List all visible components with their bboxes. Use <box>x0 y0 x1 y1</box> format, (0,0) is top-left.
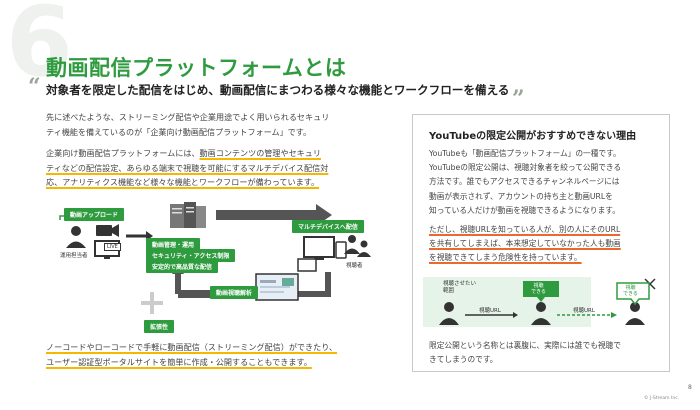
analytics-pill: 動画視聴解析 <box>210 286 259 299</box>
card-p2-line-3: を視聴できてしまう危険性を持っています。 <box>429 253 582 263</box>
slide-number: 6 <box>6 0 73 98</box>
camera-icon <box>96 224 119 237</box>
quote-close-mark: ” <box>512 86 525 112</box>
card-title: YouTubeの限定公開がおすすめできない理由 <box>429 131 637 142</box>
intro-line-1: 先に述べたような、ストリーミング配信や企業用途でよく用いられるセキュリ <box>46 112 330 122</box>
page-title: 動画配信プラットフォームとは <box>46 56 347 80</box>
live-badge: LIVE <box>104 243 121 251</box>
can-view-bubble-1: 視聴 できる <box>531 283 546 295</box>
copyright-text: © J-Stream Inc. <box>644 396 680 401</box>
card-p3-line-1: 限定公開という名称とは裏腹に、実際には誰でも視聴で <box>429 341 621 350</box>
intro-line-2: ティ機能を備えているのが「企業向け動画配信プラットフォーム」です。 <box>46 126 312 137</box>
url-label-1: 視聴URL <box>479 308 501 314</box>
can-view-bubble-2: 視聴 できる <box>623 285 638 297</box>
features-line-3: 応、アナリティクス機能など様々な機能とワークフローが備わっています。 <box>46 177 320 187</box>
quote-open-mark: “ <box>28 74 41 100</box>
nocode-line-1: ノーコードやローコードで手軽に動画配信（ストリーミング配信）ができたり、 <box>46 342 338 352</box>
server-icon <box>170 202 206 228</box>
can-view-2-line-1: 視聴 <box>625 285 636 291</box>
devices-icon <box>297 236 347 272</box>
can-view-2-line-2: できる <box>623 291 638 297</box>
card-paragraph-2: ただし、視聴URLを知っている人が、別の人にそのURL を共有してしまえば、本来… <box>429 223 621 266</box>
upload-pill: 動画アップロード <box>64 208 125 221</box>
card-p1-line-1: YouTubeも「動画配信プラットフォーム」の一種です。 <box>429 149 621 158</box>
features-line-1b: 動画コンテンツの管理やセキュリ <box>199 148 321 158</box>
can-view-1-line-2: できる <box>531 289 546 295</box>
analytics-screen-icon <box>255 273 299 301</box>
nocode-line-2: ユーザー認証型ポータルサイトを簡単に作成・公開することもできます。 <box>46 356 312 367</box>
viewer-label: 視聴者 <box>346 263 363 269</box>
card-p1-line-5: 知っている人だけが動画を視聴できるようになります。 <box>429 205 620 215</box>
card-p1-line-3: 方法です。誰でもアクセスできるチャンネルページには <box>429 177 620 187</box>
target-range-line-1: 視聴させたい <box>443 281 477 287</box>
card-p1-line-2: YouTubeの限定公開は、視聴対象者を絞って公開できる <box>429 163 622 173</box>
features-line-1a: 企業向け動画配信プラットフォームには、 <box>46 148 200 158</box>
target-range-label: 視聴させたい 範囲 <box>443 281 476 295</box>
viewers-icon <box>344 235 371 257</box>
intro-paragraph: 先に述べたような、ストリーミング配信や企業用途でよく用いられるセキュリ ティ機能… <box>46 110 329 139</box>
can-view-1-line-1: 視聴 <box>533 283 544 289</box>
card-p3-line-2: きてしまうのです。 <box>429 355 498 365</box>
card-p2-line-1: ただし、視聴URLを知っている人が、別の人にそのURL <box>429 225 621 234</box>
url-label-2: 視聴URL <box>573 308 595 314</box>
plus-icon <box>141 292 163 314</box>
mgmt-pill: 動画管理・運用 <box>146 238 201 251</box>
operator-label: 運用担当者 <box>60 253 88 259</box>
card-paragraph-1: YouTubeも「動画配信プラットフォーム」の一種です。 YouTubeの限定公… <box>429 147 621 218</box>
page-subtitle: 対象者を限定した配信をはじめ、動画配信にまつわる様々な機能とワークフローを備える <box>46 83 510 97</box>
extend-pill: 拡張性 <box>144 320 175 333</box>
target-range-line-2: 範囲 <box>443 288 455 294</box>
sharing-graphics <box>423 277 656 327</box>
page-number: 8 <box>688 384 692 391</box>
quality-pill: 安定的で高品質な配信 <box>146 260 219 273</box>
card-paragraph-3: 限定公開という名称とは裏腹に、実際には誰でも視聴で きてしまうのです。 <box>429 339 621 367</box>
security-pill: セキュリティ・アクセス制限 <box>146 249 236 262</box>
features-line-2: ティなどの配信設定、あらゆる端末で視聴を可能にするマルチデバイス配信対 <box>46 162 329 173</box>
diagram-graphics <box>59 202 371 314</box>
multidevice-pill: マルチデバイスへ配信 <box>292 220 364 233</box>
features-paragraph: 企業向け動画配信プラットフォームには、動画コンテンツの管理やセキュリ ティなどの… <box>46 146 328 190</box>
nocode-paragraph: ノーコードやローコードで手軽に動画配信（ストリーミング配信）ができたり、 ユーザ… <box>46 340 337 369</box>
youtube-limited-card: YouTubeの限定公開がおすすめできない理由 YouTubeも「動画配信プラッ… <box>412 114 670 372</box>
platform-diagram: 動画アップロード 運用担当者 LIVE 動画管理・運用 セキュリティ・アクセス制… <box>46 202 386 333</box>
card-p2-line-2: を共有してしまえば、本来想定していなかった人も動画 <box>429 239 621 249</box>
operator-icon <box>66 226 86 248</box>
sharing-illustration: 視聴させたい 範囲 視聴URL 視聴 できる 視聴URL 視聴 できる <box>423 277 661 327</box>
features-line-1: 企業向け動画配信プラットフォームには、動画コンテンツの管理やセキュリ <box>46 146 328 161</box>
card-p1-line-4: 動画が表示されず、アカウントの持ち主と動画URLを <box>429 191 613 201</box>
